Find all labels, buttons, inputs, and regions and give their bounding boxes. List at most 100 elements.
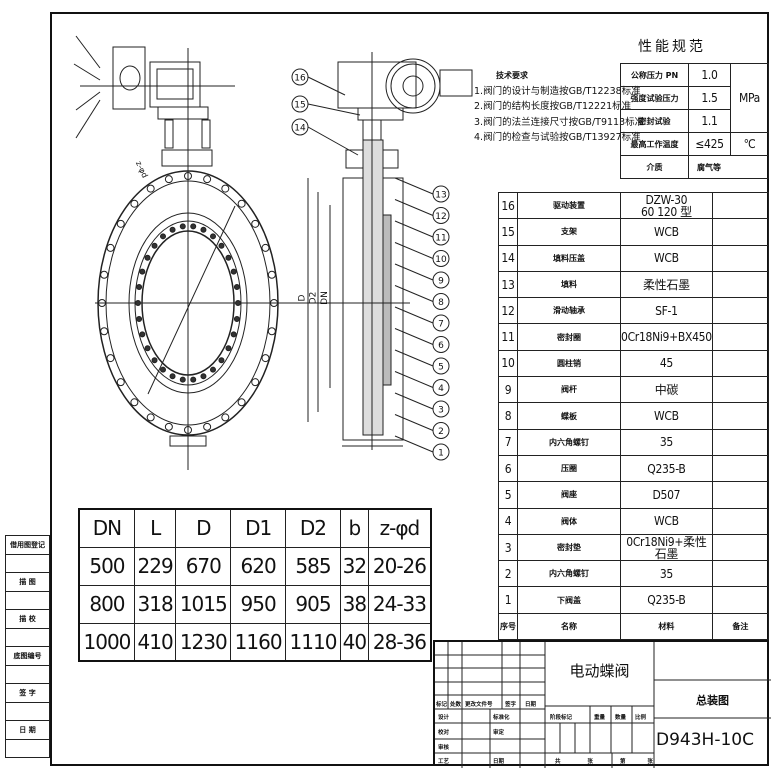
dim-label-D2: D2 (308, 291, 319, 305)
callout-circle (432, 422, 450, 439)
screw-hole (210, 366, 216, 373)
screw-hole (190, 376, 197, 383)
screw-hole (139, 268, 146, 275)
part-no: 7 (498, 428, 518, 456)
callout-number: 7 (438, 320, 444, 330)
label-stage: 阶段标记 (550, 715, 573, 721)
dim-cell: 620 (230, 546, 287, 586)
label-weight: 重量 (594, 715, 606, 721)
part-remark (711, 481, 770, 509)
screw-hole (190, 223, 197, 230)
leader-line (307, 126, 359, 156)
screw-hole (136, 283, 143, 290)
bolt-hole (164, 175, 173, 184)
screw-hole (218, 242, 225, 249)
part-material: WCB (620, 218, 713, 246)
product-name: 电动蝶阀 (569, 662, 630, 680)
callout-circle (432, 314, 450, 332)
perf-unit: MPa (730, 63, 769, 133)
screw-hole (200, 226, 207, 233)
part-remark (711, 428, 770, 456)
part-name: 滑动轴承 (517, 297, 621, 325)
part-material: 35 (620, 560, 713, 588)
label-mark: 标记 (436, 702, 448, 708)
callout-number: 5 (438, 363, 444, 373)
screw-hole (151, 242, 158, 249)
model-number: D943H-10C (656, 730, 754, 750)
perf-value: 1.0 (688, 63, 731, 87)
part-material: WCB (620, 507, 713, 535)
drawing-name: 总装图 (696, 694, 729, 707)
part-remark (711, 270, 770, 299)
margin-blank (5, 628, 50, 647)
bolt-hole (146, 184, 155, 193)
bolt-hole (164, 422, 173, 431)
leader-line (394, 371, 434, 388)
part-material: WCB (620, 244, 713, 272)
dim-header-cell: z-φd (367, 508, 432, 548)
part-no: 15 (498, 218, 518, 246)
callout-number: 9 (438, 277, 444, 287)
part-name: 密封圈 (517, 323, 621, 351)
screw-hole (225, 345, 232, 352)
screw-hole (233, 283, 240, 290)
bolt-hole (184, 426, 192, 434)
part-name: 压圈 (517, 454, 621, 483)
label-standard: 标准化 (493, 715, 510, 721)
leader-line (394, 263, 434, 281)
part-material: D507 (620, 481, 713, 509)
screw-hole (225, 254, 232, 261)
callout-circle (432, 379, 450, 396)
dim-cell: 24-33 (367, 584, 432, 624)
part-remark (711, 586, 770, 614)
callout-number: 6 (438, 341, 444, 351)
callout-circle (432, 185, 450, 203)
tech-item: 4.阀门的检查与试验按GB/T13927标准 (474, 132, 641, 143)
part-remark (711, 349, 770, 378)
part-material: 柔性石墨 (620, 270, 713, 299)
dim-cell: 1000 (78, 622, 135, 662)
part-material: 0Cr18Ni9+柔性石墨 (620, 533, 713, 562)
screw-hole (160, 366, 166, 373)
dim-cell: 670 (175, 546, 232, 586)
part-remark (711, 507, 770, 535)
margin-blank (5, 665, 50, 684)
bolt-hole (184, 172, 192, 180)
label-count: 处数 (450, 702, 462, 708)
label-approve: 审定 (493, 730, 505, 736)
label-check: 校对 (438, 730, 450, 736)
callout-circle (291, 95, 309, 113)
leader-line (394, 199, 434, 216)
perf-label: 公称压力 PN (620, 63, 689, 87)
screw-hole (179, 376, 186, 383)
part-name: 蝶板 (517, 402, 621, 430)
perf-value: ≤425 (688, 132, 731, 156)
bolt-hole (116, 378, 125, 387)
leader-line (394, 285, 434, 302)
dim-cell: 905 (285, 584, 341, 624)
callout-circle (432, 250, 450, 267)
margin-blank (5, 702, 50, 721)
margin-register: 借用图登记描 图描 校底图编号签 字日 期 (5, 535, 50, 758)
callout-circle (432, 443, 450, 461)
dim-cell: 410 (133, 622, 177, 662)
bolt-hole (106, 243, 115, 252)
leader-line (394, 435, 434, 453)
part-no: 8 (498, 402, 518, 430)
screw-hole (235, 300, 241, 306)
part-name: 内六角螺钉 (517, 560, 621, 588)
part-material: 35 (620, 428, 713, 456)
part-no: 6 (498, 454, 518, 483)
callout-number: 14 (294, 124, 306, 134)
